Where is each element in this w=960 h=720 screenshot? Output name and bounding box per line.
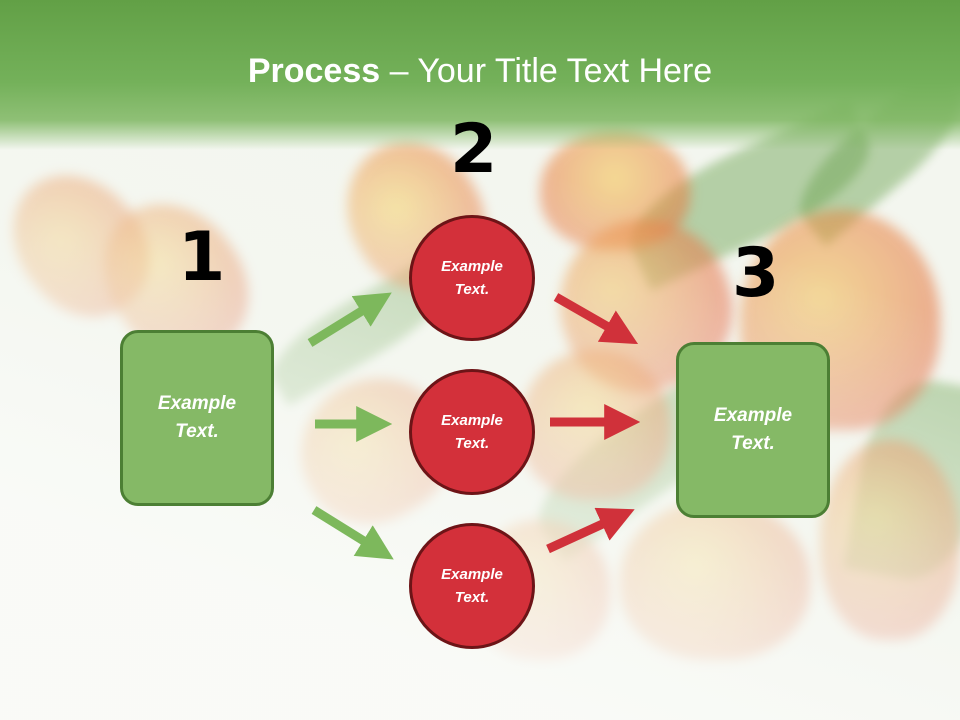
right-box-line2: Text.: [731, 433, 775, 454]
circle-bottom-line2: Text.: [454, 589, 490, 606]
circle-middle-line1: Example: [441, 411, 503, 429]
red-arrow-down: [553, 293, 639, 345]
left-box-line1: Example: [157, 392, 237, 414]
green-arrow-down: [311, 506, 394, 560]
circle-top-line2: Text.: [454, 281, 490, 298]
red-arrow-up: [546, 507, 635, 554]
step-number-3: 3: [732, 234, 780, 313]
left-box-line2: Text.: [175, 421, 219, 442]
green-arrow-up: [307, 292, 392, 347]
right-box-line1: Example: [713, 404, 793, 426]
title-bold: Process: [247, 52, 381, 90]
circle-top-line1: Example: [441, 257, 503, 275]
circle-bottom-line1: Example: [441, 565, 503, 583]
circle-middle-line2: Text.: [454, 435, 490, 452]
title-rest: – Your Title Text Here: [380, 52, 713, 90]
header-band: [0, 0, 960, 150]
slide-title: Process – Your Title Text Here: [0, 52, 960, 91]
step-number-2: 2: [450, 110, 498, 189]
step-number-1: 1: [178, 218, 226, 297]
